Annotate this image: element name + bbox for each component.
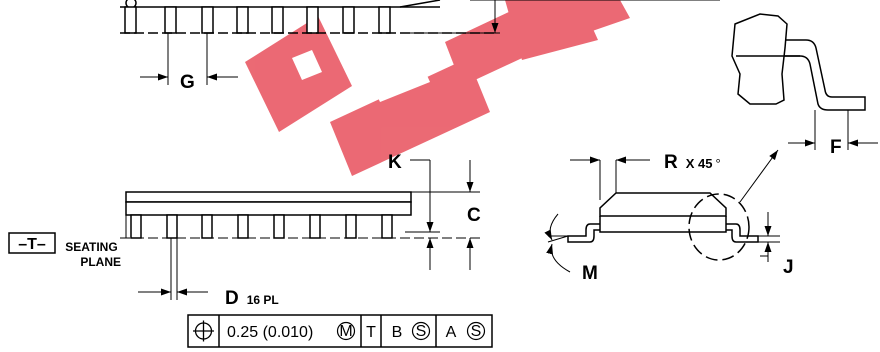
watermark-shape — [245, 16, 352, 132]
watermark-logo — [245, 0, 630, 176]
label-m: M — [582, 263, 598, 284]
label-k: K — [388, 152, 402, 173]
top-view-leads — [124, 6, 391, 34]
rfs-modifier-icon — [411, 321, 431, 341]
fcf-tol-modifier: M — [339, 323, 352, 340]
end-view — [544, 149, 780, 273]
watermark-shape — [292, 50, 322, 80]
datum-t-label: –T– — [18, 236, 46, 253]
fcf-datum-3-modifier: S — [471, 323, 482, 340]
label-j: J — [783, 257, 794, 278]
top-view — [120, 0, 720, 85]
mmc-modifier-icon — [336, 321, 356, 341]
fcf-datum-2: B — [392, 324, 403, 341]
detail-view — [731, 13, 878, 150]
watermark-shape — [560, 0, 630, 38]
label-c: C — [467, 205, 481, 226]
watermark-shape — [370, 60, 430, 102]
rfs-modifier-icon — [466, 321, 486, 341]
fcf-tolerance: 0.25 (0.010) — [227, 324, 313, 341]
feature-control-frame: 0.25 (0.010) M T B S A S — [187, 314, 493, 348]
datum-t: –T– — [8, 232, 56, 254]
position-icon — [193, 320, 214, 342]
label-g: G — [180, 72, 195, 93]
side-view-leads — [130, 214, 393, 239]
side-view — [120, 159, 480, 300]
label-f: F — [830, 137, 842, 158]
fcf-datum-3: A — [446, 324, 457, 341]
seating-plane-label: SEATING PLANE — [65, 240, 121, 269]
watermark-shape — [330, 58, 490, 176]
fcf-datum-2-modifier: S — [416, 323, 427, 340]
fcf-datum-1: T — [366, 324, 376, 341]
